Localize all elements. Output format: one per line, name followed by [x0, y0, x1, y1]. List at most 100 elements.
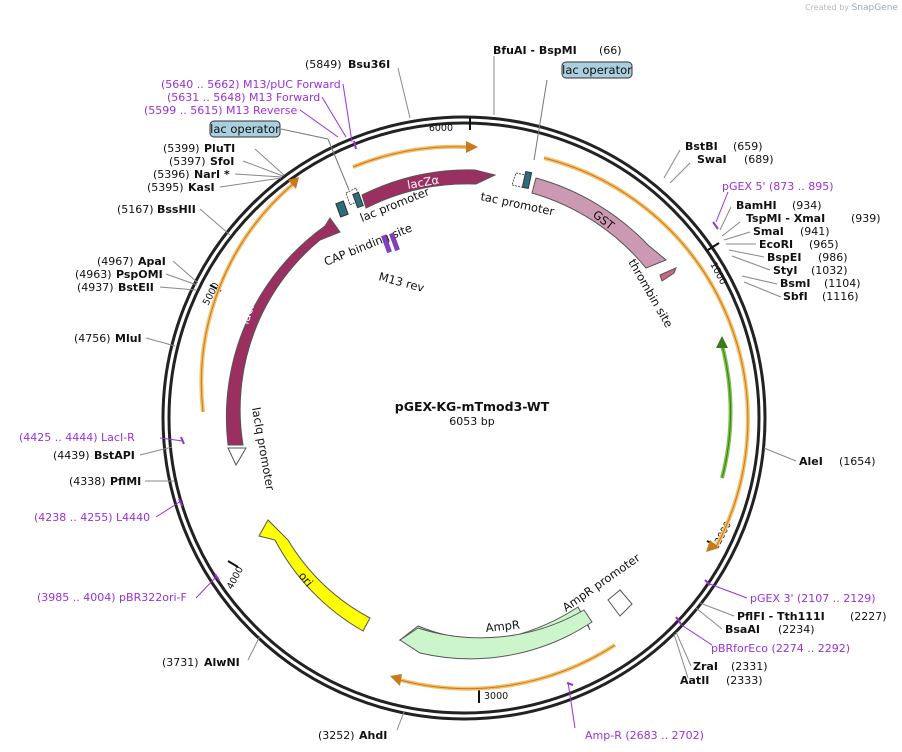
site-kasi[interactable]: (5395) KasI — [147, 181, 215, 194]
site-aatii[interactable]: AatII (2333) — [680, 674, 763, 687]
site-sfoi[interactable]: (5397) SfoI — [169, 155, 234, 168]
orf-arrow-bottom — [390, 674, 402, 686]
primer-leaders — [155, 83, 748, 729]
orf-track-green-edge — [721, 344, 732, 479]
feature-lacz-alpha[interactable] — [361, 169, 497, 209]
leader-bsmi — [741, 275, 778, 285]
lac-operator-box-left[interactable]: lac operator — [209, 120, 281, 138]
site-bfuai-pos: (66) — [599, 44, 622, 57]
feature-ori[interactable] — [258, 519, 371, 632]
site-bstbi-name: BstBI — [685, 140, 718, 153]
site-alei[interactable]: AleI (1654) — [799, 455, 876, 468]
leader-pbr322ori — [195, 576, 217, 599]
leader-sfoi — [242, 160, 284, 177]
site-pluti-pos: (5399) — [163, 142, 200, 155]
site-ecori[interactable]: EcoRI (965) — [759, 238, 839, 251]
leader-bstbi — [663, 149, 681, 179]
site-kasi-name: KasI — [188, 181, 215, 194]
orf-arrow-left — [288, 177, 299, 189]
lac-operator-left-leader — [280, 128, 329, 140]
site-bsshii[interactable]: (5167) BssHII — [117, 203, 196, 216]
site-tspmi-xmai[interactable]: TspMI - XmaI (939) — [746, 212, 881, 225]
site-bamhi-name: BamHI — [736, 199, 777, 212]
site-pspomi-name: PspOMI — [116, 268, 163, 281]
site-bsmi[interactable]: BsmI (1104) — [780, 277, 861, 290]
leader-laci-r — [159, 437, 184, 442]
primer-pgex3[interactable]: pGEX 3' (2107 .. 2129) — [750, 592, 876, 605]
site-aatii-pos: (2333) — [726, 674, 763, 687]
site-bspei[interactable]: BspEI (986) — [767, 251, 848, 264]
site-mlui-pos: (4756) — [74, 332, 111, 345]
primer-pbr322ori-f[interactable]: (3985 .. 4004) pBR322ori-F — [37, 591, 187, 604]
site-bamhi-pos: (934) — [792, 199, 822, 212]
leader-amp-r — [567, 681, 576, 729]
site-pflfi-tth111i[interactable]: PflFI - Tth111I (2227) — [737, 610, 887, 623]
site-apai[interactable]: (4967) ApaI — [97, 255, 166, 268]
site-alwni[interactable]: (3731) AlwNI — [162, 656, 240, 669]
primer-pgex5[interactable]: pGEX 5' (873 .. 895) — [722, 180, 834, 193]
primer-pbrforeco[interactable]: pBRforEco (2274 .. 2292) — [711, 642, 850, 655]
site-ecori-name: EcoRI — [759, 238, 793, 251]
feature-thrombin-site[interactable] — [659, 267, 677, 282]
site-pflmi-name: PflMI — [110, 475, 141, 488]
lac-operator-box-top[interactable]: lac operator — [561, 61, 633, 79]
site-bfuai-bspmi[interactable]: BfuAI - BspMI (66) — [493, 44, 622, 57]
site-pspomi[interactable]: (4963) PspOMI — [75, 268, 163, 281]
site-pflmi[interactable]: (4338) PflMI — [69, 475, 141, 488]
site-zrai[interactable]: ZraI (2331) — [693, 660, 768, 673]
site-mlui[interactable]: (4756) MluI — [74, 332, 142, 345]
site-bamhi[interactable]: BamHI (934) — [736, 199, 822, 212]
primer-amp-r[interactable]: Amp-R (2683 .. 2702) — [585, 729, 704, 742]
leader-swai — [669, 162, 691, 184]
feature-laci[interactable] — [225, 217, 341, 446]
mark-pbrforeco — [675, 616, 682, 625]
primer-m13-puc-forward[interactable]: (5640 .. 5662) M13/pUC Forward — [161, 78, 341, 91]
orf-arrow-right — [706, 540, 719, 552]
site-pspomi-pos: (4963) — [75, 268, 112, 281]
tick-3000-label: 3000 — [484, 691, 508, 702]
leader-tspmi — [721, 221, 741, 237]
primer-m13-forward[interactable]: (5631 .. 5648) M13 Forward — [167, 91, 320, 104]
feature-m13-rev-a[interactable] — [381, 234, 392, 254]
site-ahdi-name: AhdI — [359, 729, 387, 742]
leader-bamhi — [719, 206, 732, 231]
site-apai-pos: (4967) — [97, 255, 134, 268]
site-smai-name: SmaI — [753, 225, 784, 238]
site-styi[interactable]: StyI (1032) — [773, 264, 848, 277]
site-sbfi[interactable]: SbfI (1116) — [783, 290, 859, 303]
primer-m13-reverse[interactable]: (5599 .. 5615) M13 Reverse — [144, 104, 297, 117]
site-bsu36i[interactable]: (5849) Bsu36I — [305, 58, 390, 71]
leader-kasi — [219, 177, 282, 188]
primer-laci-r[interactable]: (4425 .. 4444) LacI-R — [19, 431, 135, 444]
feature-cap-binding-site[interactable] — [335, 200, 349, 218]
tick-6000-label: 6000 — [429, 123, 453, 134]
orf-track-right — [543, 156, 750, 548]
feature-ampr-promoter[interactable] — [607, 589, 633, 617]
orf-arrow-top — [466, 141, 478, 153]
feature-gst[interactable] — [531, 177, 667, 269]
site-smai[interactable]: SmaI (941) — [753, 225, 830, 238]
site-bsaai[interactable]: BsaAI (2234) — [725, 623, 815, 636]
site-ahdi[interactable]: (3252) AhdI — [318, 729, 387, 742]
site-bsteii-pos: (4937) — [77, 281, 114, 294]
orf-track-top-left-edge — [352, 146, 467, 168]
site-swai[interactable]: SwaI (689) — [697, 153, 774, 166]
snapgene-credit: Created by SnapGene — [805, 3, 898, 13]
site-bsteii[interactable]: (4937) BstEII — [77, 281, 154, 294]
feature-laciq-promoter[interactable] — [227, 447, 247, 467]
credit-prefix: Created by — [805, 3, 850, 12]
site-bstapi[interactable]: (4439) BstAPI — [53, 449, 135, 462]
site-kasi-pos: (5395) — [147, 181, 184, 194]
site-bsmi-name: BsmI — [780, 277, 811, 290]
mark-laci-r — [180, 436, 185, 445]
backbone-outer-circle — [161, 115, 767, 721]
leader-m13-forward — [321, 96, 347, 138]
primer-l4440[interactable]: (4238 .. 4255) L4440 — [34, 511, 150, 524]
site-pluti[interactable]: (5399) PluTI — [163, 142, 235, 155]
orf-arrow-green — [716, 336, 728, 348]
site-bstbi[interactable]: BstBI (659) — [685, 140, 763, 153]
site-leaders — [139, 56, 797, 731]
site-nari[interactable]: (5396) NarI * — [153, 168, 230, 181]
feature-m13-rev-label: M13 rev — [377, 269, 426, 295]
